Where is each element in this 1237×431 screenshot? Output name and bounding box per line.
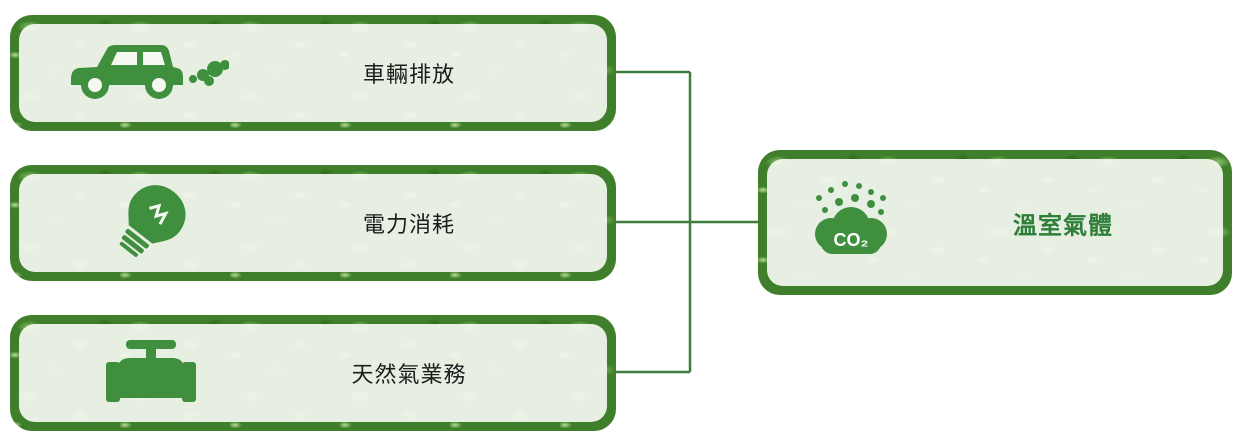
target-label-greenhouse-gas: 溫室氣體 [1013, 211, 1113, 239]
light-bulb-icon [106, 182, 196, 264]
car-exhaust-icon [69, 41, 230, 105]
source-card-vehicle-emissions: 車輛排放 [10, 15, 616, 131]
source-card-electricity-consumption: 電力消耗 [10, 165, 616, 281]
source-card-natural-gas-business: 天然氣業務 [10, 315, 616, 431]
co2-text: CO₂ [834, 230, 869, 250]
source-label-natural-gas-business: 天然氣業務 [351, 363, 467, 388]
co2-cloud-icon: CO₂ [801, 176, 901, 270]
target-card-greenhouse-gas: CO₂ 溫室氣體 [758, 150, 1232, 295]
source-label-vehicle-emissions: 車輛排放 [362, 63, 456, 88]
gas-valve-icon [106, 336, 196, 410]
source-label-electricity-consumption: 電力消耗 [362, 213, 456, 238]
